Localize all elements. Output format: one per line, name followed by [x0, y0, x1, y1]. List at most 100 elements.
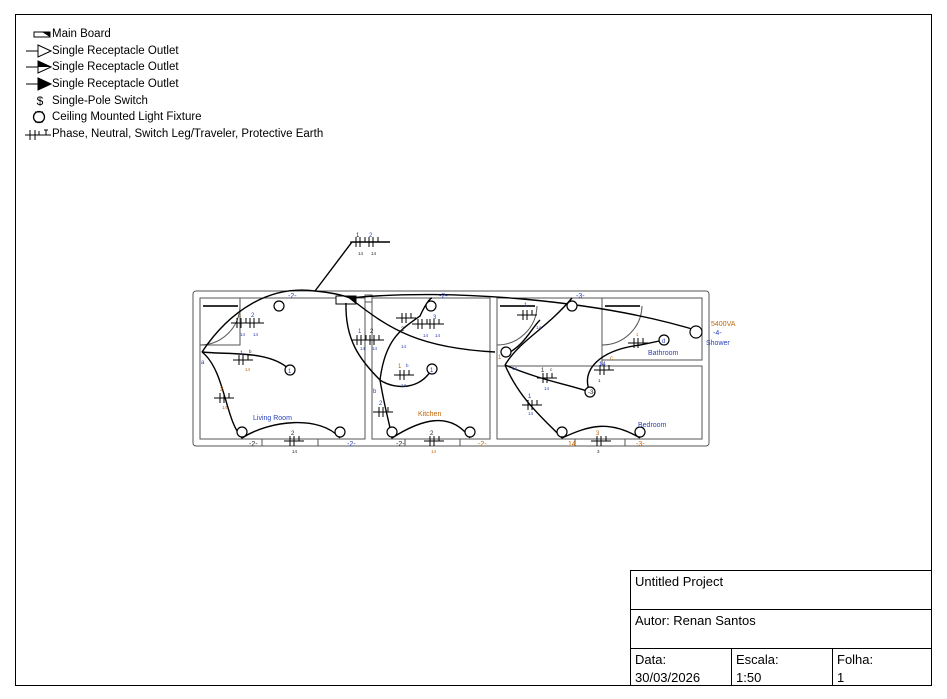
legend-item-receptacle-half: Single Receptacle Outlet: [24, 59, 323, 76]
circuit-annotation: -2-: [249, 441, 258, 448]
circuit-annotation: 14: [536, 325, 542, 330]
circuit-annotation: 14: [371, 251, 377, 256]
date-value: 30/03/2026: [635, 670, 701, 685]
conductor-marks-icon: [24, 127, 52, 141]
receptacle-outlet-filled-icon: [24, 77, 52, 91]
conductor-marks-icon: [214, 393, 234, 403]
circuit-annotation: 14: [401, 344, 407, 349]
legend-item-conductors: Phase, Neutral, Switch Leg/Traveler, Pro…: [24, 126, 323, 143]
conductor-marks-icon: [522, 400, 542, 410]
drawing-sheet-border: [15, 14, 932, 686]
conductor-marks-icon: [233, 355, 253, 365]
conductor-marks-icon: [373, 407, 393, 417]
circuit-annotation: 2: [291, 431, 295, 437]
circuit-annotation: 14: [512, 366, 518, 371]
circuit-annotation: b: [406, 363, 409, 368]
circuit-annotation: 3: [596, 431, 600, 437]
circuit-annotation: 14: [253, 332, 259, 337]
circuit-annotation: -2-: [478, 441, 487, 448]
circuit-annotation: 14: [599, 362, 606, 368]
circuit-annotation: 14: [401, 383, 407, 388]
conductor-marks-icon: [351, 335, 371, 345]
circuit-annotation: b: [249, 349, 252, 354]
title-block: Untitled Project Autor: Renan Santos Dat…: [630, 570, 932, 686]
receptacle-outlet-icon: [236, 426, 248, 438]
ceiling-light-icon: [273, 300, 285, 312]
conductor-marks-icon: [594, 365, 614, 375]
room-label-bedroom: Bedroom: [638, 422, 667, 429]
wiring: [201, 237, 703, 446]
receptacle-outlet-icon: [334, 426, 346, 438]
legend-item-receptacle-filled: Single Receptacle Outlet: [24, 76, 323, 93]
legend-label: Single Receptacle Outlet: [52, 44, 179, 57]
circuit-annotation: -2-: [347, 441, 356, 448]
circuit-annotation: -3-: [576, 293, 585, 300]
conductor-marks-icon: [412, 319, 432, 329]
shower-circuit: -4-: [713, 330, 722, 337]
receptacle-outlet-icon: [464, 426, 476, 438]
conductor-marks-icon: [364, 335, 384, 345]
circuit-annotation: c: [550, 367, 553, 372]
project-title: Untitled Project: [631, 571, 931, 610]
legend-label: Phase, Neutral, Switch Leg/Traveler, Pro…: [52, 127, 324, 140]
scale-value: 1:50: [736, 670, 762, 685]
devices: [236, 300, 703, 438]
circuit-annotation: 2: [220, 387, 224, 393]
legend-label: Single Receptacle Outlet: [52, 78, 179, 91]
circuit-annotation: 1: [498, 355, 502, 361]
room-labels: Living Room Kitchen Bedroom Bathroom 540…: [253, 321, 736, 429]
circuit-annotation: 14: [245, 367, 251, 372]
circuit-annotation: 14: [435, 333, 441, 338]
scale-label: Escala:: [736, 652, 779, 667]
sheet-cell: Folha: 1: [833, 649, 931, 686]
conductor-marks-icon: [350, 237, 370, 247]
circuit-annotation: 2: [370, 329, 374, 335]
date-cell: Data: 30/03/2026: [631, 649, 732, 686]
receptacle-outlet-icon: [500, 346, 512, 358]
circuit-annotation: 1: [541, 368, 545, 374]
scale-cell: Escala: 1:50: [732, 649, 833, 686]
legend-label: Single Receptacle Outlet: [52, 61, 179, 74]
circuit-annotation: 14: [431, 449, 437, 454]
legend-item-receptacle-open: Single Receptacle Outlet: [24, 43, 323, 60]
legend-label: Single-Pole Switch: [52, 94, 148, 107]
date-label: Data:: [635, 652, 667, 667]
circuit-annotation: 1: [240, 351, 244, 357]
conductor-marks-icon: [363, 237, 383, 247]
ceiling-light-icon: [566, 300, 578, 312]
main-board-icon: [24, 27, 52, 41]
circuit-annotation: 14: [222, 405, 228, 410]
conductor-marks-icon: [424, 436, 444, 446]
ceiling-light-icon: [584, 386, 596, 398]
ceiling-light-icon: [425, 300, 437, 312]
circuit-annotation: 14: [544, 386, 550, 391]
circuit-annotation: 1: [430, 368, 434, 374]
circuit-annotation: 1: [598, 378, 601, 383]
receptacle-outlet-icon: [556, 426, 568, 438]
ceiling-light-icon: [284, 364, 296, 376]
circuit-annotation: 14: [372, 346, 378, 351]
legend-item-light: Ceiling Mounted Light Fixture: [24, 109, 323, 126]
circuit-annotation: 1: [524, 303, 528, 309]
circuit-annotation: 1: [358, 329, 362, 335]
conductor-marks-icon: [396, 313, 416, 323]
conductor-marks-icon: [537, 373, 557, 383]
author: Autor: Renan Santos: [631, 610, 931, 649]
circuit-annotation: 1: [528, 394, 532, 400]
circuit-annotation: 1: [238, 313, 242, 319]
circuit-annotation: 14: [360, 346, 366, 351]
receptacle-outlet-icon: [386, 426, 398, 438]
room-label-living: Living Room: [253, 415, 292, 422]
circuit-annotation: 3: [433, 315, 437, 321]
conductor-marks-icon: [628, 338, 648, 348]
conductor-marks-icon: [591, 436, 611, 446]
single-pole-switch-icon: $: [36, 93, 44, 108]
conductor-marks-icon: [424, 319, 444, 329]
ceiling-light-icon: [426, 363, 438, 375]
circuit-annotation: -3-: [588, 390, 595, 396]
conductor-marks-icon: [394, 370, 414, 380]
circuit-annotation: 1: [356, 233, 360, 239]
shower-power: 5400VA: [711, 321, 736, 328]
conductor-marks-icon: [284, 436, 304, 446]
